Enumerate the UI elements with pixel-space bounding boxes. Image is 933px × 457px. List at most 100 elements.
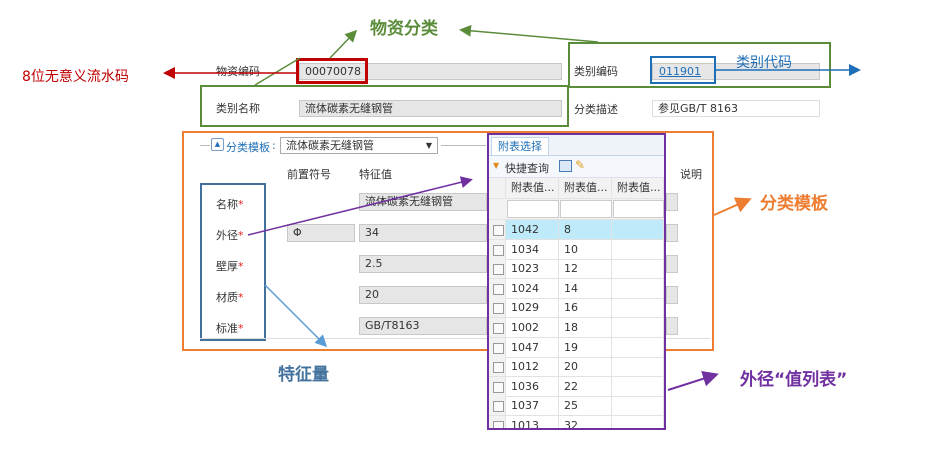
template-colon: : bbox=[272, 139, 276, 152]
category-name-label: 类别名称 bbox=[216, 102, 260, 115]
table-row[interactable]: 1012 20 bbox=[489, 357, 664, 378]
row-checkbox[interactable] bbox=[493, 283, 504, 295]
arrow-to-category bbox=[329, 29, 358, 59]
row-checkbox[interactable] bbox=[493, 362, 504, 374]
category-code-box bbox=[650, 56, 716, 84]
serial-code-highlight bbox=[296, 58, 368, 84]
arrow-od-lookup bbox=[247, 176, 473, 236]
cell-value-3 bbox=[612, 416, 664, 428]
divider bbox=[200, 145, 210, 146]
row-checkbox-cell bbox=[489, 278, 506, 298]
template-select-value: 流体碳素无缝钢管 bbox=[286, 139, 374, 152]
category-code-label: 类别编码 bbox=[574, 65, 618, 78]
filter-input-1[interactable] bbox=[507, 200, 559, 218]
table-row[interactable]: 1023 12 bbox=[489, 259, 664, 280]
filter-input-3[interactable] bbox=[613, 200, 664, 218]
cell-value-1: 1002 bbox=[506, 318, 559, 337]
cell-value-1: 1037 bbox=[506, 396, 559, 416]
header-checkbox-cell bbox=[489, 178, 506, 197]
cell-value-1: 1013 bbox=[506, 416, 559, 428]
material-code-field[interactable]: 00070078 bbox=[299, 63, 562, 80]
cell-value-1: 1024 bbox=[506, 278, 559, 298]
feature-value-field[interactable]: 20 bbox=[359, 286, 487, 304]
cell-value-3 bbox=[612, 396, 664, 416]
row-checkbox[interactable] bbox=[493, 225, 504, 236]
row-checkbox[interactable] bbox=[493, 303, 504, 315]
template-select[interactable]: 流体碳素无缝钢管 ▼ bbox=[280, 137, 438, 154]
cell-value-1: 1029 bbox=[506, 298, 559, 318]
cell-value-2: 8 bbox=[559, 220, 612, 239]
feature-highlight bbox=[200, 183, 266, 341]
cell-value-2: 19 bbox=[559, 337, 612, 357]
annotation-value-list: 外径“值列表” bbox=[740, 370, 848, 390]
cell-value-3 bbox=[612, 298, 664, 318]
feature-note-field[interactable] bbox=[666, 224, 678, 242]
grid-header: 附表值... 附表值... 附表值... bbox=[489, 178, 664, 199]
row-checkbox[interactable] bbox=[493, 421, 504, 428]
quick-query-button[interactable]: 快捷查询 bbox=[505, 162, 549, 175]
col-header-2[interactable]: 附表值... bbox=[559, 178, 612, 197]
arrow-template bbox=[713, 197, 752, 216]
cell-value-2: 10 bbox=[559, 239, 612, 259]
tab-attached-table[interactable]: 附表选择 bbox=[491, 137, 549, 155]
cell-value-3 bbox=[612, 220, 664, 239]
feature-value-field[interactable]: GB/T8163 bbox=[359, 317, 487, 335]
row-checkbox[interactable] bbox=[493, 381, 504, 393]
material-code-label: 物资编码 bbox=[216, 65, 260, 78]
table-row[interactable]: 1036 22 bbox=[489, 376, 664, 397]
category-name-field[interactable]: 流体碳素无缝钢管 bbox=[299, 100, 562, 117]
feature-note-field[interactable] bbox=[666, 286, 678, 304]
table-row[interactable]: 1013 32 bbox=[489, 416, 664, 428]
category-desc-field[interactable]: 参见GB/T 8163 bbox=[652, 100, 820, 117]
cell-value-1: 1034 bbox=[506, 239, 559, 259]
table-row[interactable]: 1034 10 bbox=[489, 239, 664, 260]
filter-input-2[interactable] bbox=[560, 200, 612, 218]
table-row[interactable]: 1029 16 bbox=[489, 298, 664, 319]
row-checkbox[interactable] bbox=[493, 244, 504, 256]
table-row[interactable]: 1047 19 bbox=[489, 337, 664, 358]
table-row[interactable]: 1037 25 bbox=[489, 396, 664, 417]
cell-value-1: 1036 bbox=[506, 376, 559, 396]
feature-prefix-field[interactable]: Φ bbox=[287, 224, 355, 242]
col-header-1[interactable]: 附表值... bbox=[506, 178, 559, 197]
cell-value-1: 1012 bbox=[506, 357, 559, 377]
table-row[interactable]: 1024 14 bbox=[489, 278, 664, 299]
cell-value-2: 14 bbox=[559, 278, 612, 298]
cell-value-2: 22 bbox=[559, 376, 612, 396]
feature-name: 材质* bbox=[216, 289, 244, 305]
col-prefix-header: 前置符号 bbox=[287, 168, 331, 181]
col-header-3[interactable]: 附表值... bbox=[612, 178, 664, 197]
search-icon[interactable] bbox=[559, 160, 572, 172]
cell-value-2: 25 bbox=[559, 396, 612, 416]
category-desc-label: 分类描述 bbox=[574, 103, 618, 116]
required-mark: * bbox=[238, 322, 244, 335]
collapse-icon[interactable]: ▲ bbox=[211, 138, 224, 151]
row-checkbox[interactable] bbox=[493, 264, 504, 276]
feature-note-field[interactable] bbox=[666, 193, 678, 211]
cell-value-3 bbox=[612, 239, 664, 259]
table-row[interactable]: 1042 8 bbox=[489, 220, 664, 240]
row-checkbox[interactable] bbox=[493, 401, 504, 413]
row-checkbox-cell bbox=[489, 220, 506, 239]
row-checkbox-cell bbox=[489, 376, 506, 396]
required-mark: * bbox=[238, 229, 244, 242]
feature-name-text: 外径 bbox=[216, 229, 238, 242]
arrow-to-category bbox=[459, 24, 599, 43]
annotation-material-category: 物资分类 bbox=[370, 19, 438, 39]
category-code-link[interactable]: 011901 bbox=[659, 65, 701, 78]
row-checkbox[interactable] bbox=[493, 342, 504, 354]
feature-note-field[interactable] bbox=[666, 255, 678, 273]
feature-value-field[interactable]: 34 bbox=[359, 224, 487, 242]
cell-value-1: 1047 bbox=[506, 337, 559, 357]
feature-value-field[interactable]: 流体碳素无缝钢管 bbox=[359, 193, 487, 211]
feature-value-field[interactable]: 2.5 bbox=[359, 255, 487, 273]
table-row[interactable]: 1002 18 bbox=[489, 318, 664, 338]
row-checkbox[interactable] bbox=[493, 323, 504, 334]
template-highlight bbox=[182, 131, 714, 351]
col-note-header: 说明 bbox=[680, 168, 702, 181]
arrow-to-category bbox=[254, 57, 301, 86]
divider bbox=[441, 145, 486, 146]
clear-broom-icon[interactable]: ✎ bbox=[575, 158, 586, 172]
feature-note-field[interactable] bbox=[666, 317, 678, 335]
